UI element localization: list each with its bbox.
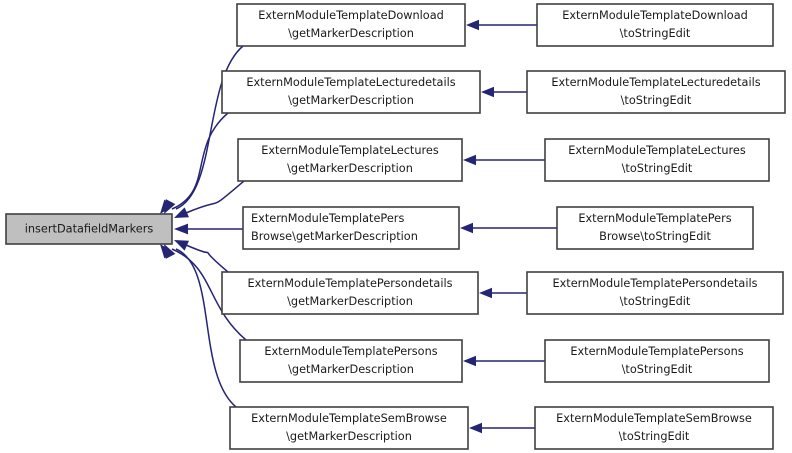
node-middle-externmoduletemplatepersondetails[interactable]: ExternModuleTemplatePersondetails \getMar… [221,271,479,315]
node-middle-externmoduletemplatelecturedetails-label-line1: ExternModuleTemplateLecturedetails [246,76,455,89]
arrowhead-root-externmoduletemplatelecturedetails [160,199,173,214]
node-middle-externmoduletemplatelectures-label-line1: ExternModuleTemplateLectures [261,144,439,157]
edge-root-externmoduletemplatedownload [175,45,244,210]
node-middle-externmoduletemplatelectures[interactable]: ExternModuleTemplateLectures \getMarkerDe… [237,138,463,182]
arrowhead-root-externmoduletemplatepers [174,223,188,235]
node-right-externmoduletemplatepersondetails[interactable]: ExternModuleTemplatePersondetails \toStri… [526,271,784,315]
node-right-externmoduletemplatepersondetails-label-line2: \toStringEdit [620,295,691,308]
arrowhead-externmoduletemplatepers [460,222,473,234]
root-node-group: insertDatafieldMarkers [5,213,173,245]
middle-column-nodes: ExternModuleTemplateDownload \getMarkerDe… [221,3,481,450]
arrowhead-root-externmoduletemplatepersondetails [174,240,189,251]
node-middle-externmoduletemplatesembrowse-label-line1: ExternModuleTemplateSemBrowse [251,412,447,425]
node-right-externmoduletemplatedownload-label-line1: ExternModuleTemplateDownload [562,9,748,22]
node-middle-externmoduletemplatepersondetails-label-line1: ExternModuleTemplatePersondetails [247,277,452,290]
node-middle-externmoduletemplatelecturedetails-label-line2: \getMarkerDescription [288,94,414,107]
node-right-externmoduletemplatelecturedetails-box[interactable] [526,70,786,114]
node-middle-externmoduletemplatepersons-label-line2: \getMarkerDescription [288,363,414,376]
arrowhead-externmoduletemplatepersondetails [479,287,492,299]
edge-root-externmoduletemplatesembrowse [175,248,237,408]
node-middle-externmoduletemplatelecturedetails[interactable]: ExternModuleTemplateLecturedetails \getMa… [221,70,481,114]
edge-root-externmoduletemplatepersons [171,248,247,341]
node-middle-externmoduletemplatedownload-box[interactable] [236,3,466,47]
edge-root-externmoduletemplatepersondetails [185,244,229,273]
node-middle-externmoduletemplatepersondetails-label-line2: \getMarkerDescription [287,295,413,308]
node-right-externmoduletemplatelecturedetails-label-line2: \toStringEdit [621,94,692,107]
node-middle-externmoduletemplatesembrowse-box[interactable] [229,406,469,450]
node-right-externmoduletemplatedownload-box[interactable] [536,3,774,47]
node-insertdatafieldmarkers-label: insertDatafieldMarkers [25,223,154,236]
node-middle-externmoduletemplatepers[interactable]: ExternModuleTemplatePersBrowse\getMarker… [242,206,460,250]
edges-to-root [160,45,247,408]
node-middle-externmoduletemplatepersons[interactable]: ExternModuleTemplatePersons \getMarkerDes… [239,339,463,383]
node-middle-externmoduletemplatepersons-box[interactable] [239,339,463,383]
arrowhead-externmoduletemplatepersons [463,355,476,367]
node-right-externmoduletemplatepers[interactable]: ExternModuleTemplatePersBrowse\toStringE… [556,206,754,250]
node-middle-externmoduletemplatedownload-label-line1: ExternModuleTemplateDownload [258,9,444,22]
node-right-externmoduletemplatesembrowse-label-line2: \toStringEdit [619,430,690,443]
node-right-externmoduletemplatesembrowse[interactable]: ExternModuleTemplateSemBrowse \toStringEd… [534,406,774,450]
node-right-externmoduletemplatepers-label-line1: ExternModuleTemplatePers [578,212,731,225]
edge-root-externmoduletemplatelecturedetails [171,112,229,210]
node-middle-externmoduletemplatedownload-label-line2: \getMarkerDescription [288,27,414,40]
node-right-externmoduletemplatepersons-label-line1: ExternModuleTemplatePersons [570,345,743,358]
node-middle-externmoduletemplatepersondetails-box[interactable] [221,271,479,315]
node-middle-externmoduletemplatesembrowse[interactable]: ExternModuleTemplateSemBrowse \getMarkerD… [229,406,469,450]
arrowhead-externmoduletemplatelecturedetails [481,86,494,98]
node-right-externmoduletemplatelecturedetails-label-line1: ExternModuleTemplateLecturedetails [551,76,760,89]
node-right-externmoduletemplatelectures-box[interactable] [544,138,770,182]
edges-middle-to-right [460,19,557,434]
arrowhead-externmoduletemplatesembrowse [469,422,482,434]
arrowhead-root-externmoduletemplatesembrowse [164,244,176,259]
node-middle-externmoduletemplatedownload[interactable]: ExternModuleTemplateDownload \getMarkerDe… [236,3,466,47]
node-right-externmoduletemplatelectures-label-line1: ExternModuleTemplateLectures [568,144,746,157]
node-right-externmoduletemplatepers-box[interactable] [556,206,754,250]
node-middle-externmoduletemplatesembrowse-label-line2: \getMarkerDescription [286,430,412,443]
node-middle-externmoduletemplatelectures-label-line2: \getMarkerDescription [287,162,413,175]
node-right-externmoduletemplatepersons-label-line2: \toStringEdit [622,363,693,376]
arrowhead-externmoduletemplatedownload [466,19,479,31]
arrowhead-externmoduletemplatelectures [463,154,476,166]
node-middle-externmoduletemplatelectures-box[interactable] [237,138,463,182]
node-right-externmoduletemplatesembrowse-label-line1: ExternModuleTemplateSemBrowse [556,412,752,425]
node-middle-externmoduletemplatepers-box[interactable] [242,206,460,250]
node-middle-externmoduletemplatepers-label-line2: Browse\getMarkerDescription [251,230,418,243]
node-middle-externmoduletemplatepers-label-line1: ExternModuleTemplatePers [251,212,404,225]
node-right-externmoduletemplatepersons-box[interactable] [544,339,770,383]
node-right-externmoduletemplatedownload-label-line2: \toStringEdit [620,27,691,40]
edge-root-externmoduletemplatelectures [185,180,245,214]
node-right-externmoduletemplatelectures[interactable]: ExternModuleTemplateLectures \toStringEdi… [544,138,770,182]
node-right-externmoduletemplatedownload[interactable]: ExternModuleTemplateDownload \toStringEdi… [536,3,774,47]
node-right-externmoduletemplatelectures-label-line2: \toStringEdit [622,162,693,175]
node-right-externmoduletemplatesembrowse-box[interactable] [534,406,774,450]
node-right-externmoduletemplatepersondetails-box[interactable] [526,271,784,315]
right-column-nodes: ExternModuleTemplateDownload \toStringEdi… [526,3,786,450]
node-middle-externmoduletemplatepersons-label-line1: ExternModuleTemplatePersons [264,345,437,358]
node-right-externmoduletemplatepers-label-line2: Browse\toStringEdit [599,230,711,243]
node-right-externmoduletemplatepersons[interactable]: ExternModuleTemplatePersons \toStringEdit [544,339,770,383]
node-insertdatafieldmarkers[interactable]: insertDatafieldMarkers [5,213,173,245]
node-right-externmoduletemplatelecturedetails[interactable]: ExternModuleTemplateLecturedetails \toStr… [526,70,786,114]
node-right-externmoduletemplatepersondetails-label-line1: ExternModuleTemplatePersondetails [552,277,757,290]
node-middle-externmoduletemplatelecturedetails-box[interactable] [221,70,481,114]
arrowhead-root-externmoduletemplatelectures [174,207,189,218]
node-insertdatafieldmarkers-box[interactable] [5,213,173,245]
